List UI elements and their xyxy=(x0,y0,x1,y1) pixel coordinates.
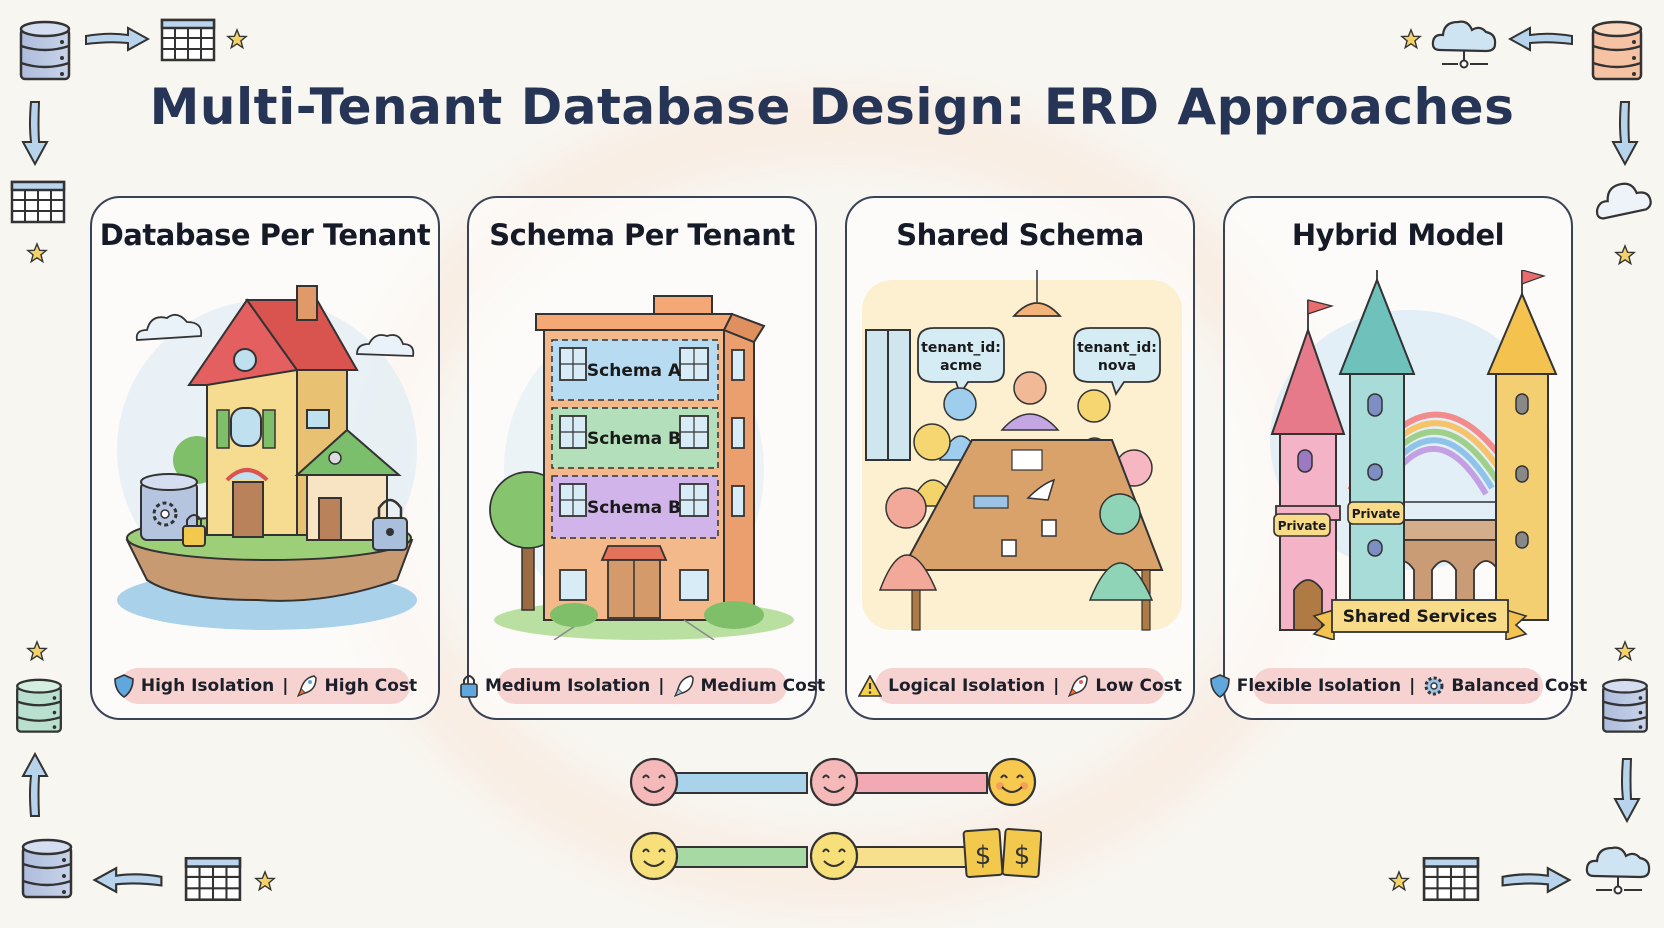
separator: | xyxy=(282,676,289,696)
cloud-icon xyxy=(1595,182,1652,220)
page-title: Multi-Tenant Database Design: ERD Approa… xyxy=(149,78,1515,136)
dollar-cards-icon: $ $ xyxy=(962,828,1042,878)
database-icon xyxy=(1602,678,1648,733)
isolation-label: Medium Isolation xyxy=(484,676,651,696)
cost-label: High Cost xyxy=(324,676,418,696)
arrow-up-icon xyxy=(21,752,49,817)
apartment-building-illustration: Schema A Schema B Schema B xyxy=(489,295,794,640)
bubble-value: acme xyxy=(940,358,982,374)
bubble-line1: tenant_id: xyxy=(1077,340,1157,356)
cost-label: Medium Cost xyxy=(700,676,826,696)
cost-label: Balanced Cost xyxy=(1451,676,1588,696)
scale-segment xyxy=(668,772,808,794)
scale-segment xyxy=(668,846,808,868)
rocket-icon xyxy=(297,675,318,698)
star-icon xyxy=(26,640,48,662)
smiley-icon xyxy=(629,757,679,807)
isolation-label: Flexible Isolation xyxy=(1236,676,1402,696)
smiley-icon xyxy=(809,757,859,807)
separator: | xyxy=(1409,676,1416,696)
gear-icon xyxy=(1424,676,1444,696)
star-icon xyxy=(254,870,276,892)
card-title: Schema Per Tenant xyxy=(489,218,795,252)
card-title: Database Per Tenant xyxy=(99,218,431,252)
table-icon xyxy=(184,856,242,902)
bubble-value: nova xyxy=(1098,358,1136,374)
house-island-illustration xyxy=(117,285,417,630)
separator: | xyxy=(658,676,665,696)
tradeoff-pill: High Isolation | High Cost xyxy=(114,668,417,704)
warning-icon xyxy=(858,675,883,697)
separator: | xyxy=(1053,676,1060,696)
floor-label: Schema B xyxy=(587,429,681,449)
star-icon xyxy=(226,28,248,50)
database-icon xyxy=(16,678,62,733)
database-icon xyxy=(19,20,71,81)
tower-label: Private xyxy=(1278,519,1327,533)
bubble-line1: tenant_id: xyxy=(921,340,1001,356)
star-icon xyxy=(1614,640,1636,662)
shield-icon xyxy=(114,674,134,698)
isolation-label: Logical Isolation xyxy=(888,676,1046,696)
castle-illustration: Private Private Shared Services xyxy=(1270,270,1558,640)
shared-services-banner: Shared Services xyxy=(1343,607,1498,627)
card-title: Shared Schema xyxy=(896,218,1144,252)
tower-label: Private xyxy=(1352,507,1401,521)
star-icon xyxy=(1614,244,1636,266)
smiley-icon xyxy=(987,757,1037,807)
svg-text:$: $ xyxy=(1014,841,1031,871)
meeting-table-illustration: tenant_id: acme tenant_id: nova xyxy=(862,270,1182,631)
card-schema-per-tenant: Schema Per Tenant Schema A Schema B xyxy=(460,196,825,720)
arrow-down-icon xyxy=(1611,101,1639,166)
star-icon xyxy=(1400,28,1422,50)
smiley-icon xyxy=(809,831,859,881)
arrow-left-icon xyxy=(1508,26,1573,52)
floor-label: Schema B xyxy=(587,498,681,518)
tradeoff-pill: Logical Isolation | Low Cost xyxy=(858,668,1182,704)
cloud-network-icon xyxy=(1431,20,1497,69)
star-icon xyxy=(1388,870,1410,892)
arrow-down-icon xyxy=(1613,758,1641,824)
cost-label: Low Cost xyxy=(1095,676,1182,696)
tradeoff-pill: Flexible Isolation | Balanced Cost xyxy=(1209,668,1587,704)
cloud-network-icon xyxy=(1585,846,1651,895)
card-shared-schema: Shared Schema tenant_id: acme tenant_id:… xyxy=(845,196,1195,720)
database-icon xyxy=(21,838,73,899)
isolation-label: High Isolation xyxy=(140,676,275,696)
card-hybrid-model: Hybrid Model xyxy=(1209,196,1587,720)
arrow-left-icon xyxy=(92,866,163,894)
star-icon xyxy=(26,242,48,264)
isolation-scale xyxy=(628,756,1038,807)
rocket-icon xyxy=(1068,675,1089,698)
arrow-right-icon xyxy=(85,26,150,52)
table-icon xyxy=(1422,856,1480,902)
floor-label: Schema A xyxy=(587,361,682,381)
shield-icon xyxy=(1209,674,1230,698)
table-icon xyxy=(160,18,216,62)
tradeoff-pill: Medium Isolation | Medium Cost xyxy=(460,668,825,704)
padlock-icon xyxy=(460,675,478,698)
scale-segment xyxy=(848,772,988,794)
rocket-icon xyxy=(673,675,694,698)
arrow-down-icon xyxy=(21,101,49,166)
table-icon xyxy=(10,180,66,224)
card-title: Hybrid Model xyxy=(1291,218,1505,252)
smiley-icon xyxy=(629,831,679,881)
arrow-right-icon xyxy=(1501,866,1572,894)
cost-scale: $ $ xyxy=(628,828,1042,881)
svg-text:$: $ xyxy=(975,841,992,871)
database-icon xyxy=(1591,20,1643,81)
card-database-per-tenant: Database Per Tenant xyxy=(90,196,440,720)
